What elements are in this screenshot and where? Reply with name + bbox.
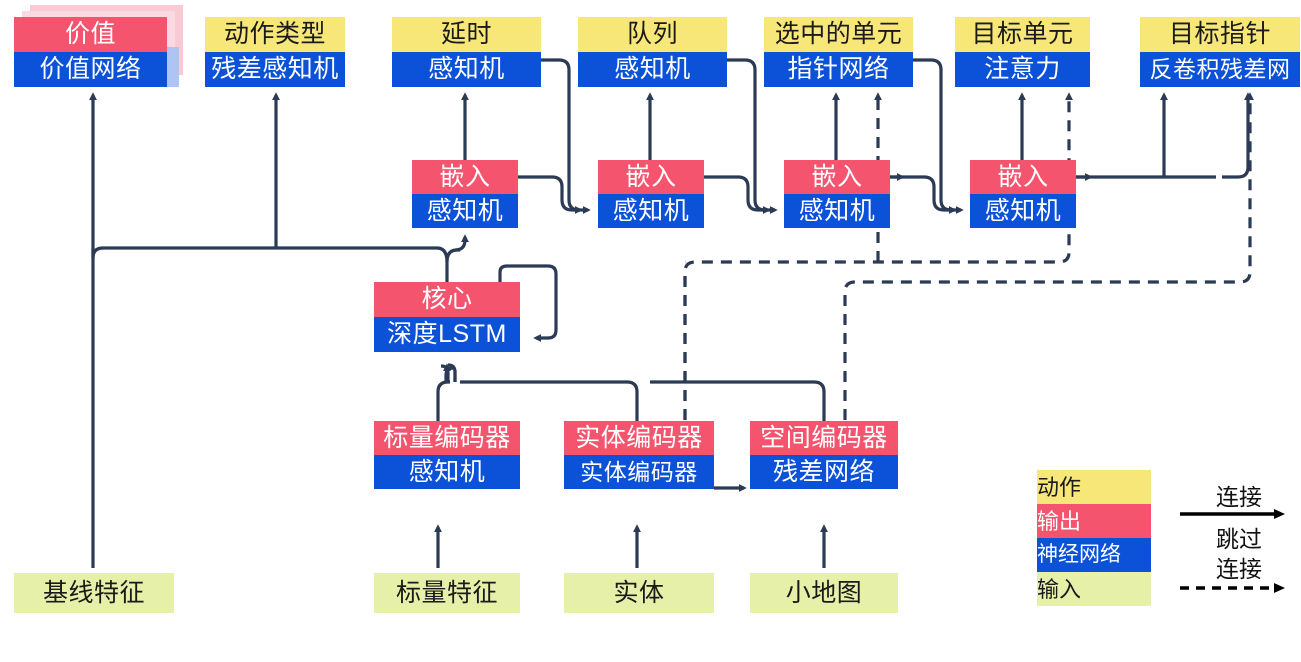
node-value[interactable]: 价值 价值网络: [14, 17, 167, 87]
node-embed-3[interactable]: 嵌入 感知机: [784, 160, 890, 228]
wire-core-bus-right: [445, 248, 460, 263]
node-selected-units-network: 指针网络: [764, 52, 913, 87]
node-action-type-network: 残差感知机: [205, 52, 345, 87]
node-embed-3-output: 嵌入: [784, 160, 890, 194]
node-embed-2[interactable]: 嵌入 感知机: [598, 160, 704, 228]
wire-embed1-to-embed2: [518, 175, 583, 214]
wire-core-to-embed1: [454, 234, 469, 252]
node-delay-network: 感知机: [392, 52, 541, 87]
node-entities-label: 实体: [564, 573, 714, 613]
legend-neural-network: 神经网络: [1037, 538, 1151, 572]
node-embed-2-network: 感知机: [598, 194, 704, 228]
legend-action: 动作: [1037, 470, 1151, 504]
node-action-type-action: 动作类型: [205, 17, 345, 52]
node-embed-2-output: 嵌入: [598, 160, 704, 194]
node-queue-action: 队列: [578, 17, 727, 52]
wire-embed2-to-embed3: [704, 175, 771, 214]
node-spatial-encoder[interactable]: 空间编码器 残差网络: [750, 421, 898, 489]
legend-output: 输出: [1037, 504, 1151, 538]
node-core-output: 核心: [374, 282, 520, 317]
wire-selected-units-to-embed4: [913, 58, 964, 214]
node-embed-1[interactable]: 嵌入 感知机: [412, 160, 518, 228]
node-selected-units[interactable]: 选中的单元 指针网络: [764, 17, 913, 87]
node-target-point-action: 目标指针: [1140, 17, 1300, 52]
node-selected-units-action: 选中的单元: [764, 17, 913, 52]
node-embed-4-output: 嵌入: [970, 160, 1076, 194]
node-entities[interactable]: 实体: [564, 573, 714, 613]
node-scalar-features-label: 标量特征: [374, 573, 520, 613]
node-action-type[interactable]: 动作类型 残差感知机: [205, 17, 345, 87]
legend-skip-label-1: 跳过: [1216, 527, 1262, 552]
legend-edge-styles: 连接 跳过 连接: [1180, 478, 1298, 606]
node-target-unit[interactable]: 目标单元 注意力: [955, 17, 1090, 87]
node-scalar-encoder[interactable]: 标量编码器 感知机: [374, 421, 520, 489]
wire-core-to-value: [89, 92, 449, 282]
node-spatial-encoder-output: 空间编码器: [750, 421, 898, 455]
node-minimap[interactable]: 小地图: [750, 573, 898, 613]
legend-skip-label-2: 连接: [1216, 557, 1262, 582]
node-scalar-encoder-network: 感知机: [374, 455, 520, 489]
node-delay[interactable]: 延时 感知机: [392, 17, 541, 87]
node-baseline-features[interactable]: 基线特征: [14, 573, 174, 613]
node-value-network: 价值网络: [14, 52, 167, 87]
node-entity-encoder[interactable]: 实体编码器 实体编码器: [564, 421, 714, 489]
node-target-point[interactable]: 目标指针 反卷积残差网: [1140, 17, 1300, 87]
node-scalar-features[interactable]: 标量特征: [374, 573, 520, 613]
node-minimap-label: 小地图: [750, 573, 898, 613]
node-embed-3-network: 感知机: [784, 194, 890, 228]
value-shadow-blue: [167, 47, 179, 87]
node-entity-encoder-output: 实体编码器: [564, 421, 714, 455]
node-queue-network: 感知机: [578, 52, 727, 87]
node-core[interactable]: 核心 深度LSTM: [374, 282, 520, 352]
legend-arrow-glyphs: [1180, 509, 1285, 593]
node-target-point-network: 反卷积残差网: [1140, 52, 1300, 87]
legend-swatches: 动作 输出 神经网络 输入: [1037, 470, 1151, 606]
node-delay-action: 延时: [392, 17, 541, 52]
wire-entity-encoder-to-bus: [460, 380, 639, 455]
node-baseline-features-label: 基线特征: [14, 573, 174, 613]
wire-core-recurrent: [498, 264, 558, 342]
node-spatial-encoder-network: 残差网络: [750, 455, 898, 489]
node-scalar-encoder-output: 标量编码器: [374, 421, 520, 455]
node-target-unit-action: 目标单元: [955, 17, 1090, 52]
node-embed-1-output: 嵌入: [412, 160, 518, 194]
wire-embed3-to-embed4: [890, 175, 957, 214]
wire-spatial-encoder-to-bus: [650, 380, 826, 455]
node-embed-1-network: 感知机: [412, 194, 518, 228]
legend-connection-label: 连接: [1216, 485, 1262, 510]
node-queue[interactable]: 队列 感知机: [578, 17, 727, 87]
node-target-unit-network: 注意力: [955, 52, 1090, 87]
node-entity-encoder-network: 实体编码器: [564, 455, 714, 489]
wire-bus-to-target-point-a: [1222, 92, 1252, 179]
node-value-output: 价值: [14, 17, 167, 52]
node-core-network: 深度LSTM: [374, 317, 520, 352]
skip-spatial-to-target-point: [843, 92, 1254, 420]
legend-input: 输入: [1037, 572, 1151, 606]
node-embed-4-network: 感知机: [970, 194, 1076, 228]
node-embed-4[interactable]: 嵌入 感知机: [970, 160, 1076, 228]
